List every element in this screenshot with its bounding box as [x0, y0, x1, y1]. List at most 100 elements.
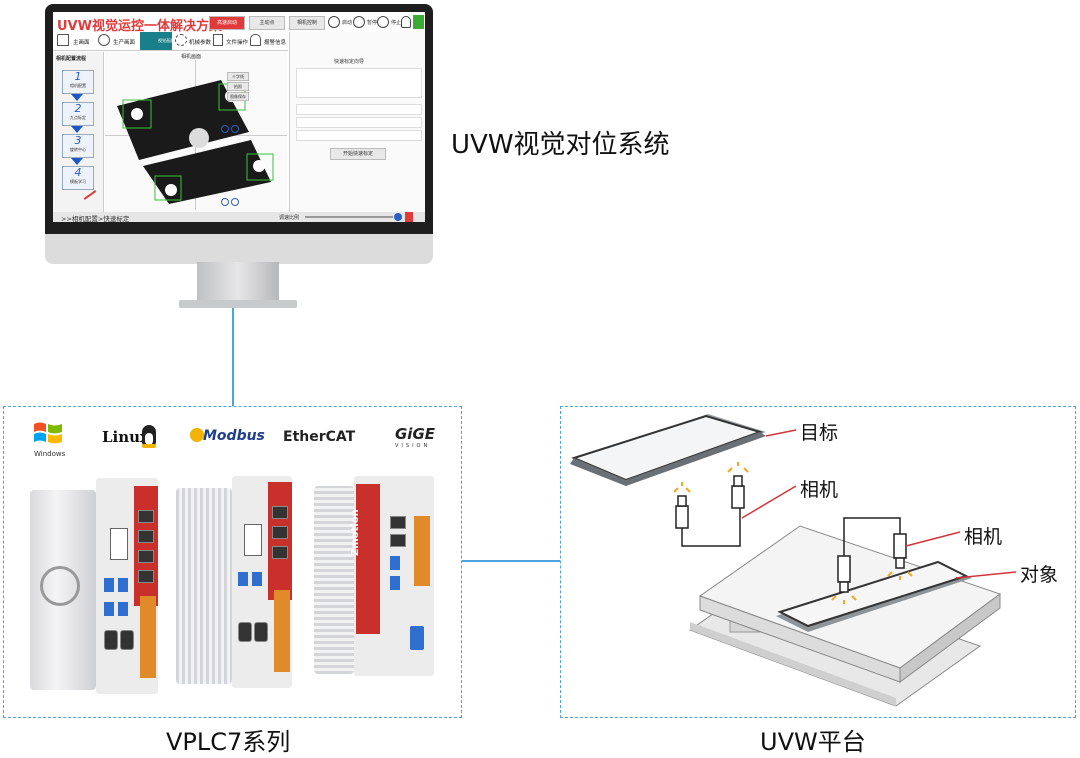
nav-file[interactable]: 文件操作 — [226, 40, 249, 46]
camera-control-button[interactable]: 相机控制 — [289, 16, 325, 30]
param-field[interactable] — [296, 104, 422, 115]
io-terminal — [414, 516, 430, 586]
status-breadcrumb: >>相机配置>快速标定 — [61, 215, 130, 222]
nav-vision-active[interactable] — [140, 32, 172, 50]
nav-main[interactable]: 主画面 — [73, 40, 90, 46]
ethernet-port — [138, 570, 154, 583]
controller-red-strip — [134, 486, 158, 606]
usb-port — [390, 556, 400, 570]
zoom-in-icon[interactable] — [221, 198, 229, 206]
param-field[interactable] — [296, 117, 422, 128]
step-2-label: 九点标定 — [70, 115, 86, 120]
usb-port — [238, 572, 248, 586]
start-label: 启动 — [342, 20, 353, 26]
serial-port — [238, 622, 252, 642]
brand-text: Zmotion — [350, 509, 361, 556]
usb-port — [118, 578, 128, 592]
ethercat-text: EtherCAT — [283, 429, 356, 445]
controller-red-strip — [268, 482, 292, 600]
step-4-label: 模板学习 — [70, 179, 86, 184]
origin-button[interactable]: 主动点 — [249, 16, 285, 30]
ethernet-port — [138, 510, 154, 523]
part-image — [117, 80, 274, 204]
controller-heatsink — [314, 486, 354, 674]
roi-box[interactable] — [246, 153, 274, 181]
vplc-box — [3, 406, 462, 718]
save-image-button[interactable]: 图像保存 — [227, 92, 249, 101]
speed-plus-icon[interactable] — [394, 213, 402, 221]
tux-icon — [142, 425, 156, 448]
object-label: 对象 — [1020, 564, 1059, 586]
usb-port — [118, 602, 128, 616]
modbus-logo: Modbus — [203, 428, 265, 444]
uvw-platform-label: UVW平台 — [760, 728, 866, 756]
gear-icon[interactable] — [175, 34, 187, 46]
stop-label: 停止 — [391, 20, 402, 26]
target-phone — [570, 414, 766, 486]
serial-port — [120, 630, 134, 650]
step-4[interactable]: 4 模板学习 — [62, 166, 94, 190]
gige-sub-text: VISION — [395, 443, 431, 449]
instructions-box — [296, 68, 422, 98]
nav-vision[interactable]: 视觉画面 — [158, 38, 174, 43]
nav-alarm[interactable]: 报警信息 — [264, 40, 287, 46]
dvi-port — [244, 524, 262, 556]
bell-icon[interactable] — [250, 34, 261, 46]
step-1[interactable]: 1 相机配置 — [62, 70, 94, 94]
start-calibration-button[interactable]: 开始快速标定 — [330, 148, 386, 160]
leader-lines — [741, 429, 1017, 579]
camera-title: 相机画面 — [181, 54, 202, 60]
file-icon[interactable] — [213, 34, 223, 46]
ethernet-port — [272, 526, 288, 539]
crosshair-icon[interactable] — [98, 34, 110, 46]
camera-view: 相机画面 十字线 拍照 图像保存 — [105, 52, 287, 212]
step-3[interactable]: 3 旋转中心 — [62, 134, 94, 158]
ethernet-port — [138, 530, 154, 543]
usb-port — [104, 602, 114, 616]
stop-icon[interactable] — [377, 16, 389, 28]
calibration-panel: 快速标定向导 开始快速标定 — [289, 32, 425, 212]
zoom-in-icon[interactable] — [221, 125, 229, 133]
nav-mechanical[interactable]: 机械参数 — [189, 40, 212, 46]
play-icon[interactable] — [328, 16, 340, 28]
calibration-title: 快速标定向导 — [334, 59, 365, 65]
param-field[interactable] — [296, 130, 422, 141]
vga-port — [410, 626, 424, 650]
high-speed-button[interactable]: 高速启动 — [209, 16, 245, 30]
object-phone — [776, 560, 972, 632]
controller-red-strip — [356, 484, 380, 634]
monitor-chin — [45, 234, 433, 264]
nav-production[interactable]: 生产画面 — [113, 40, 136, 46]
uvw-platform-illustration — [570, 414, 1017, 707]
crosshair-button[interactable]: 十字线 — [227, 72, 249, 81]
speed-slider[interactable] — [305, 216, 393, 218]
windows-text: Windows — [34, 450, 66, 458]
zoom-out-icon[interactable] — [231, 198, 239, 206]
user-icon[interactable] — [401, 16, 411, 28]
pause-icon[interactable] — [353, 16, 365, 28]
sidebar-title: 相机配置流程 — [56, 56, 87, 62]
app-title: UVW视觉运控一体解决方案 — [57, 19, 222, 34]
usb-port — [252, 572, 262, 586]
platform-cameras — [831, 517, 913, 604]
roi-box[interactable] — [122, 99, 152, 129]
monitor: UVW视觉运控一体解决方案 高速启动 主动点 相机控制 启动 暂停 停止 主画面… — [45, 4, 433, 266]
zoom-out-icon[interactable] — [231, 125, 239, 133]
step-4-number: 4 — [74, 166, 82, 179]
connector-horizontal — [462, 560, 560, 562]
home-icon[interactable] — [57, 34, 69, 46]
part-center-hole — [189, 128, 209, 148]
status-green-icon[interactable] — [413, 15, 424, 29]
controller-heatsink — [176, 488, 232, 684]
step-2[interactable]: 2 九点标定 — [62, 102, 94, 126]
step-3-number: 3 — [74, 134, 82, 147]
app-screen: UVW视觉运控一体解决方案 高速启动 主动点 相机控制 启动 暂停 停止 主画面… — [53, 12, 425, 222]
speed-indicator — [405, 212, 413, 222]
roi-box[interactable] — [154, 175, 182, 201]
capture-button[interactable]: 拍照 — [227, 82, 249, 91]
process-sidebar: 相机配置流程 1 相机配置 2 九点标定 3 旋转中心 4 模板学习 — [53, 52, 104, 212]
speed-label: 调速比例 — [279, 215, 300, 221]
monitor-stand-base — [179, 300, 297, 308]
camera-bottom-label: 相机 — [964, 526, 1003, 548]
fan-grill-icon — [40, 566, 80, 606]
